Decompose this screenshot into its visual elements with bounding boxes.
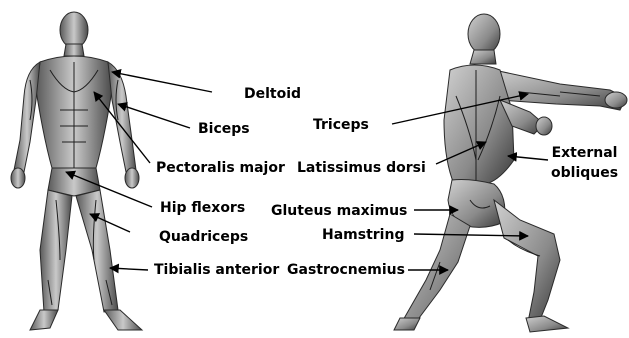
label-external-obliques-line2: obliques	[551, 165, 618, 181]
label-latissimus-dorsi: Latissimus dorsi	[297, 160, 426, 176]
label-deltoid: Deltoid	[244, 86, 301, 102]
label-gastrocnemius: Gastrocnemius	[287, 262, 405, 278]
label-quadriceps: Quadriceps	[159, 229, 248, 245]
deltoid-arrow	[112, 72, 212, 92]
label-biceps: Biceps	[198, 121, 250, 137]
label-external-obliques: External obliques	[551, 145, 618, 181]
label-hip-flexors: Hip flexors	[160, 200, 245, 216]
label-hamstring: Hamstring	[322, 227, 404, 243]
label-gluteus-maximus: Gluteus maximus	[271, 203, 407, 219]
label-external-obliques-line1: External	[551, 145, 618, 161]
front-anatomy-figure	[11, 12, 142, 330]
label-triceps: Triceps	[313, 117, 369, 133]
tibialis-arrow	[110, 268, 148, 270]
label-tibialis-anterior: Tibialis anterior	[154, 262, 279, 278]
label-pectoralis-major: Pectoralis major	[156, 160, 285, 176]
